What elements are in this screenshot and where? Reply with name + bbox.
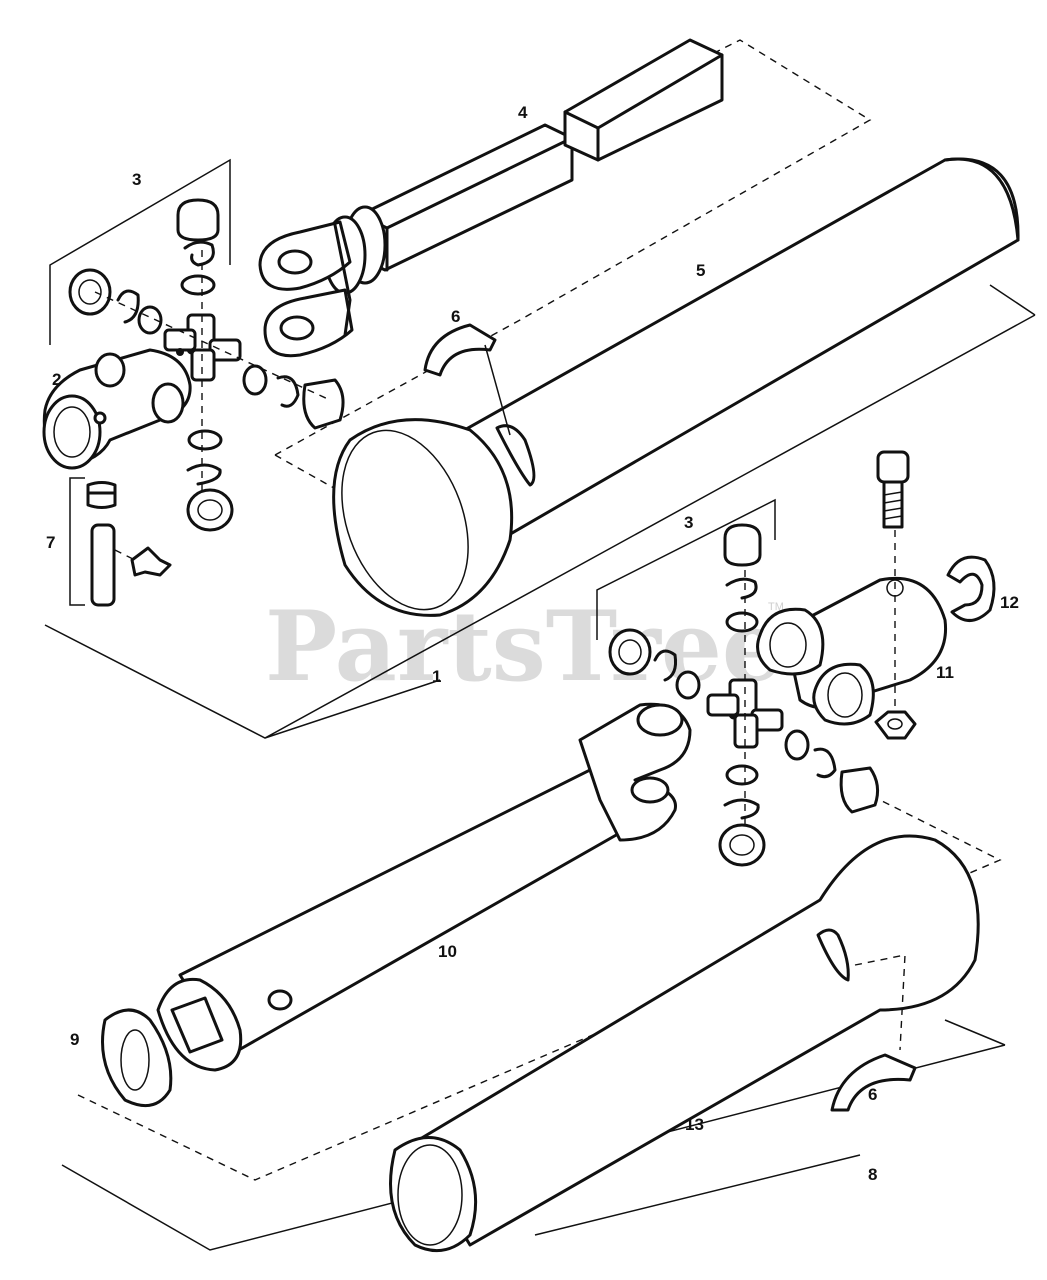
watermark: PartsTree TM [265, 590, 784, 703]
part-11-clamp-yoke [756, 576, 948, 726]
part-4-square-shaft [258, 38, 724, 358]
callout-5: 5 [696, 261, 705, 280]
lower-assembly [61, 450, 1006, 1253]
part-13-shaft-guard [389, 834, 980, 1253]
part-3-cross-kit-lower [608, 523, 880, 867]
callout-13: 13 [685, 1115, 704, 1134]
callout-3-lower: 3 [684, 513, 693, 532]
watermark-trademark: TM [768, 601, 784, 613]
part-2-spline-yoke [42, 348, 192, 470]
callout-2: 2 [52, 370, 61, 389]
callout-3-upper: 3 [132, 170, 141, 189]
callout-6-lower: 6 [868, 1085, 877, 1104]
part-5-shaft-guard [332, 157, 1020, 617]
callouts: 1 2 3 3 4 5 6 6 7 8 9 10 11 12 13 [46, 103, 1019, 1184]
callout-11: 11 [936, 663, 954, 682]
part-6-clip-upper [423, 323, 511, 436]
part-nut [874, 710, 917, 740]
callout-7: 7 [46, 533, 55, 552]
lower-spider [706, 678, 784, 749]
callout-8: 8 [868, 1165, 877, 1184]
callout-6-upper: 6 [451, 307, 460, 326]
callout-10: 10 [438, 942, 457, 961]
part-7-detent-kit [69, 477, 172, 607]
watermark-text: PartsTree [265, 590, 783, 703]
part-6-clip-lower [830, 1053, 917, 1112]
part-9-ring [101, 1008, 173, 1108]
callout-12: 12 [1000, 593, 1019, 612]
callout-4: 4 [518, 103, 528, 122]
upper-assembly [42, 38, 1036, 739]
callout-9: 9 [70, 1030, 79, 1049]
part-bolt [876, 450, 910, 712]
callout-1: 1 [432, 667, 441, 686]
part-3-cross-kit-upper [68, 198, 345, 532]
bracket-item-3-lower [596, 498, 776, 640]
upper-spider [163, 313, 242, 382]
part-12-ring [946, 555, 996, 622]
upper-cross-line [94, 291, 331, 401]
bracket-item-1 [44, 284, 1036, 739]
part-10-tube-shaft [156, 702, 692, 1072]
bracket-item-3-upper [49, 158, 231, 345]
bracket-item-8 [61, 1019, 1006, 1251]
